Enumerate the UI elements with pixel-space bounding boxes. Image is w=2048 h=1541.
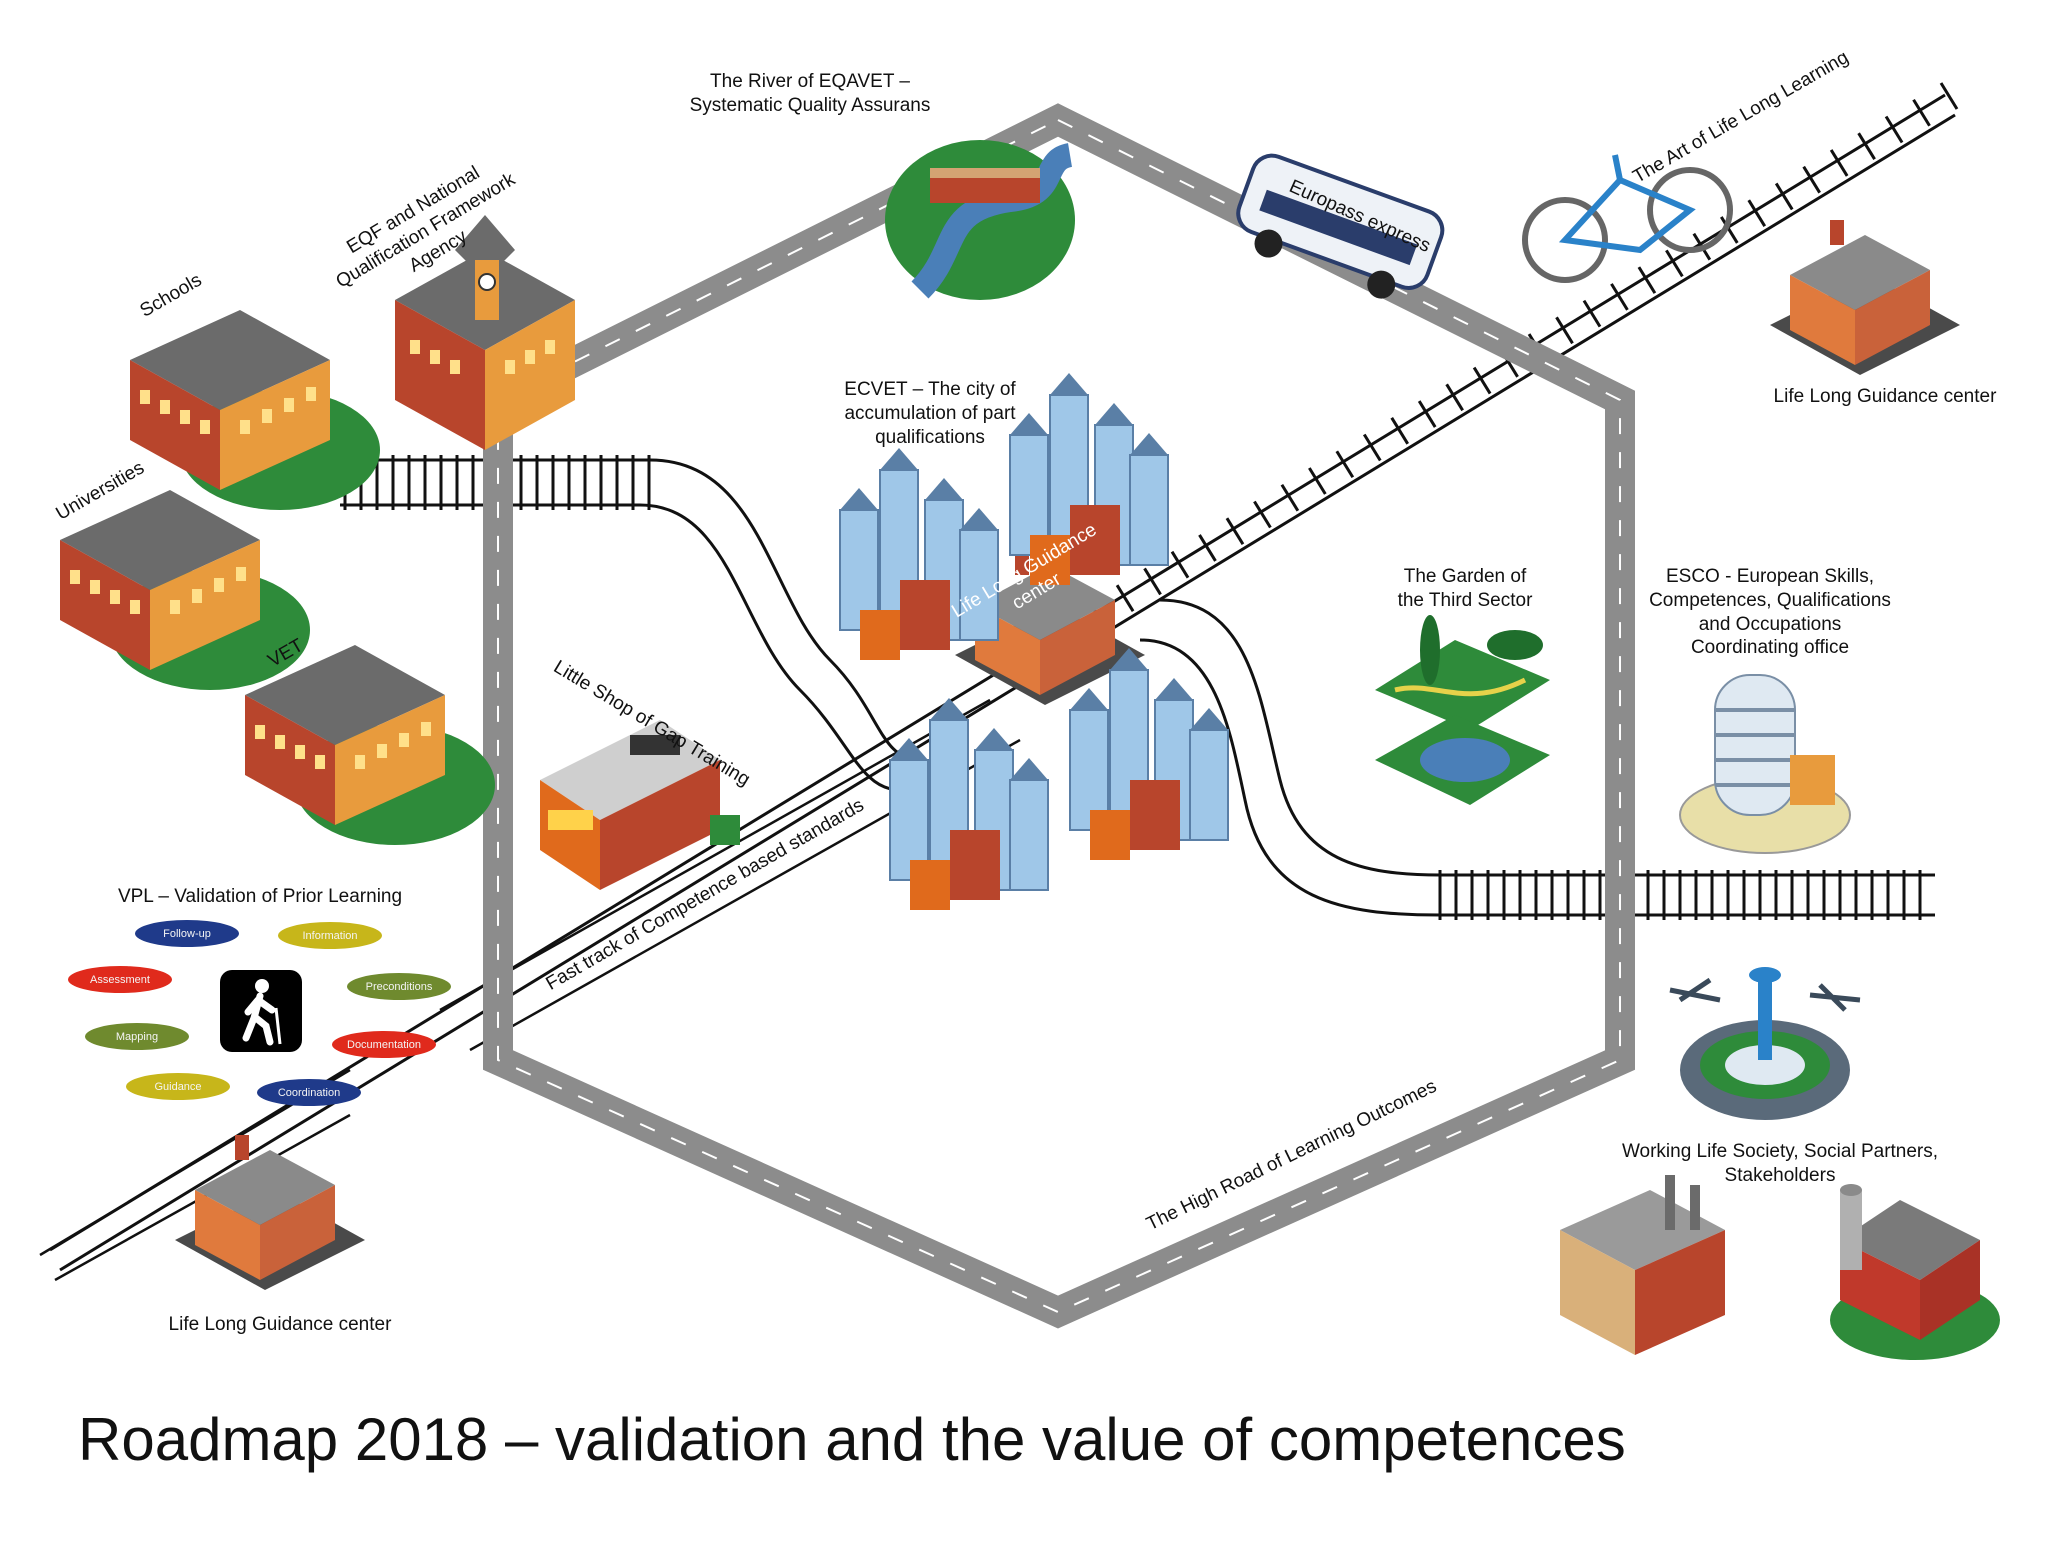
eqavet-river-island (885, 140, 1075, 300)
railways (39, 82, 1959, 1282)
llg-top-label: Life Long Guidance center (1773, 386, 1997, 407)
vpl-step-preconditions: Preconditions (347, 973, 451, 1000)
ecvet-city-label: ECVET – The city of accumulation of part… (844, 379, 1016, 448)
page-title: Roadmap 2018 – validation and the value … (78, 1406, 1626, 1473)
eqf-agency-building (395, 215, 575, 450)
airport-tower (1669, 967, 1861, 1120)
vpl-step-guidance: Guidance (126, 1073, 230, 1100)
llg-bottom-label: Life Long Guidance center (168, 1314, 392, 1335)
vpl-step-assessment: Assessment (68, 966, 172, 993)
third-sector-garden (1375, 615, 1550, 805)
garden-label: The Garden of the Third Sector (1397, 566, 1533, 611)
europass-bus (1236, 153, 1445, 299)
working-life-label: Working Life Society, Social Partners, S… (1621, 1141, 1939, 1186)
vpl-step-information: Information (278, 922, 382, 949)
vpl-step-follow-up: Follow-up (135, 920, 239, 947)
esco-office-building (1679, 674, 1851, 854)
esco-label: ESCO - European Skills, Competences, Qua… (1649, 566, 1891, 659)
education-buildings (60, 310, 495, 845)
gap-training-shop (540, 720, 740, 890)
guidance-stations (175, 220, 1960, 1290)
vpl-step-documentation: Documentation (332, 1031, 436, 1058)
bicycle (1522, 154, 1733, 283)
factory (1560, 1175, 1725, 1355)
farm-barn (1830, 1184, 2000, 1360)
hiker-icon (220, 970, 302, 1052)
vpl-step-coordination: Coordination (257, 1079, 361, 1106)
vpl-label: VPL – Validation of Prior Learning (117, 886, 403, 907)
eqavet-river-label: The River of EQAVET – Systematic Quality… (689, 71, 931, 116)
ecvet-city (839, 373, 1229, 910)
vpl-step-mapping: Mapping (85, 1023, 189, 1050)
